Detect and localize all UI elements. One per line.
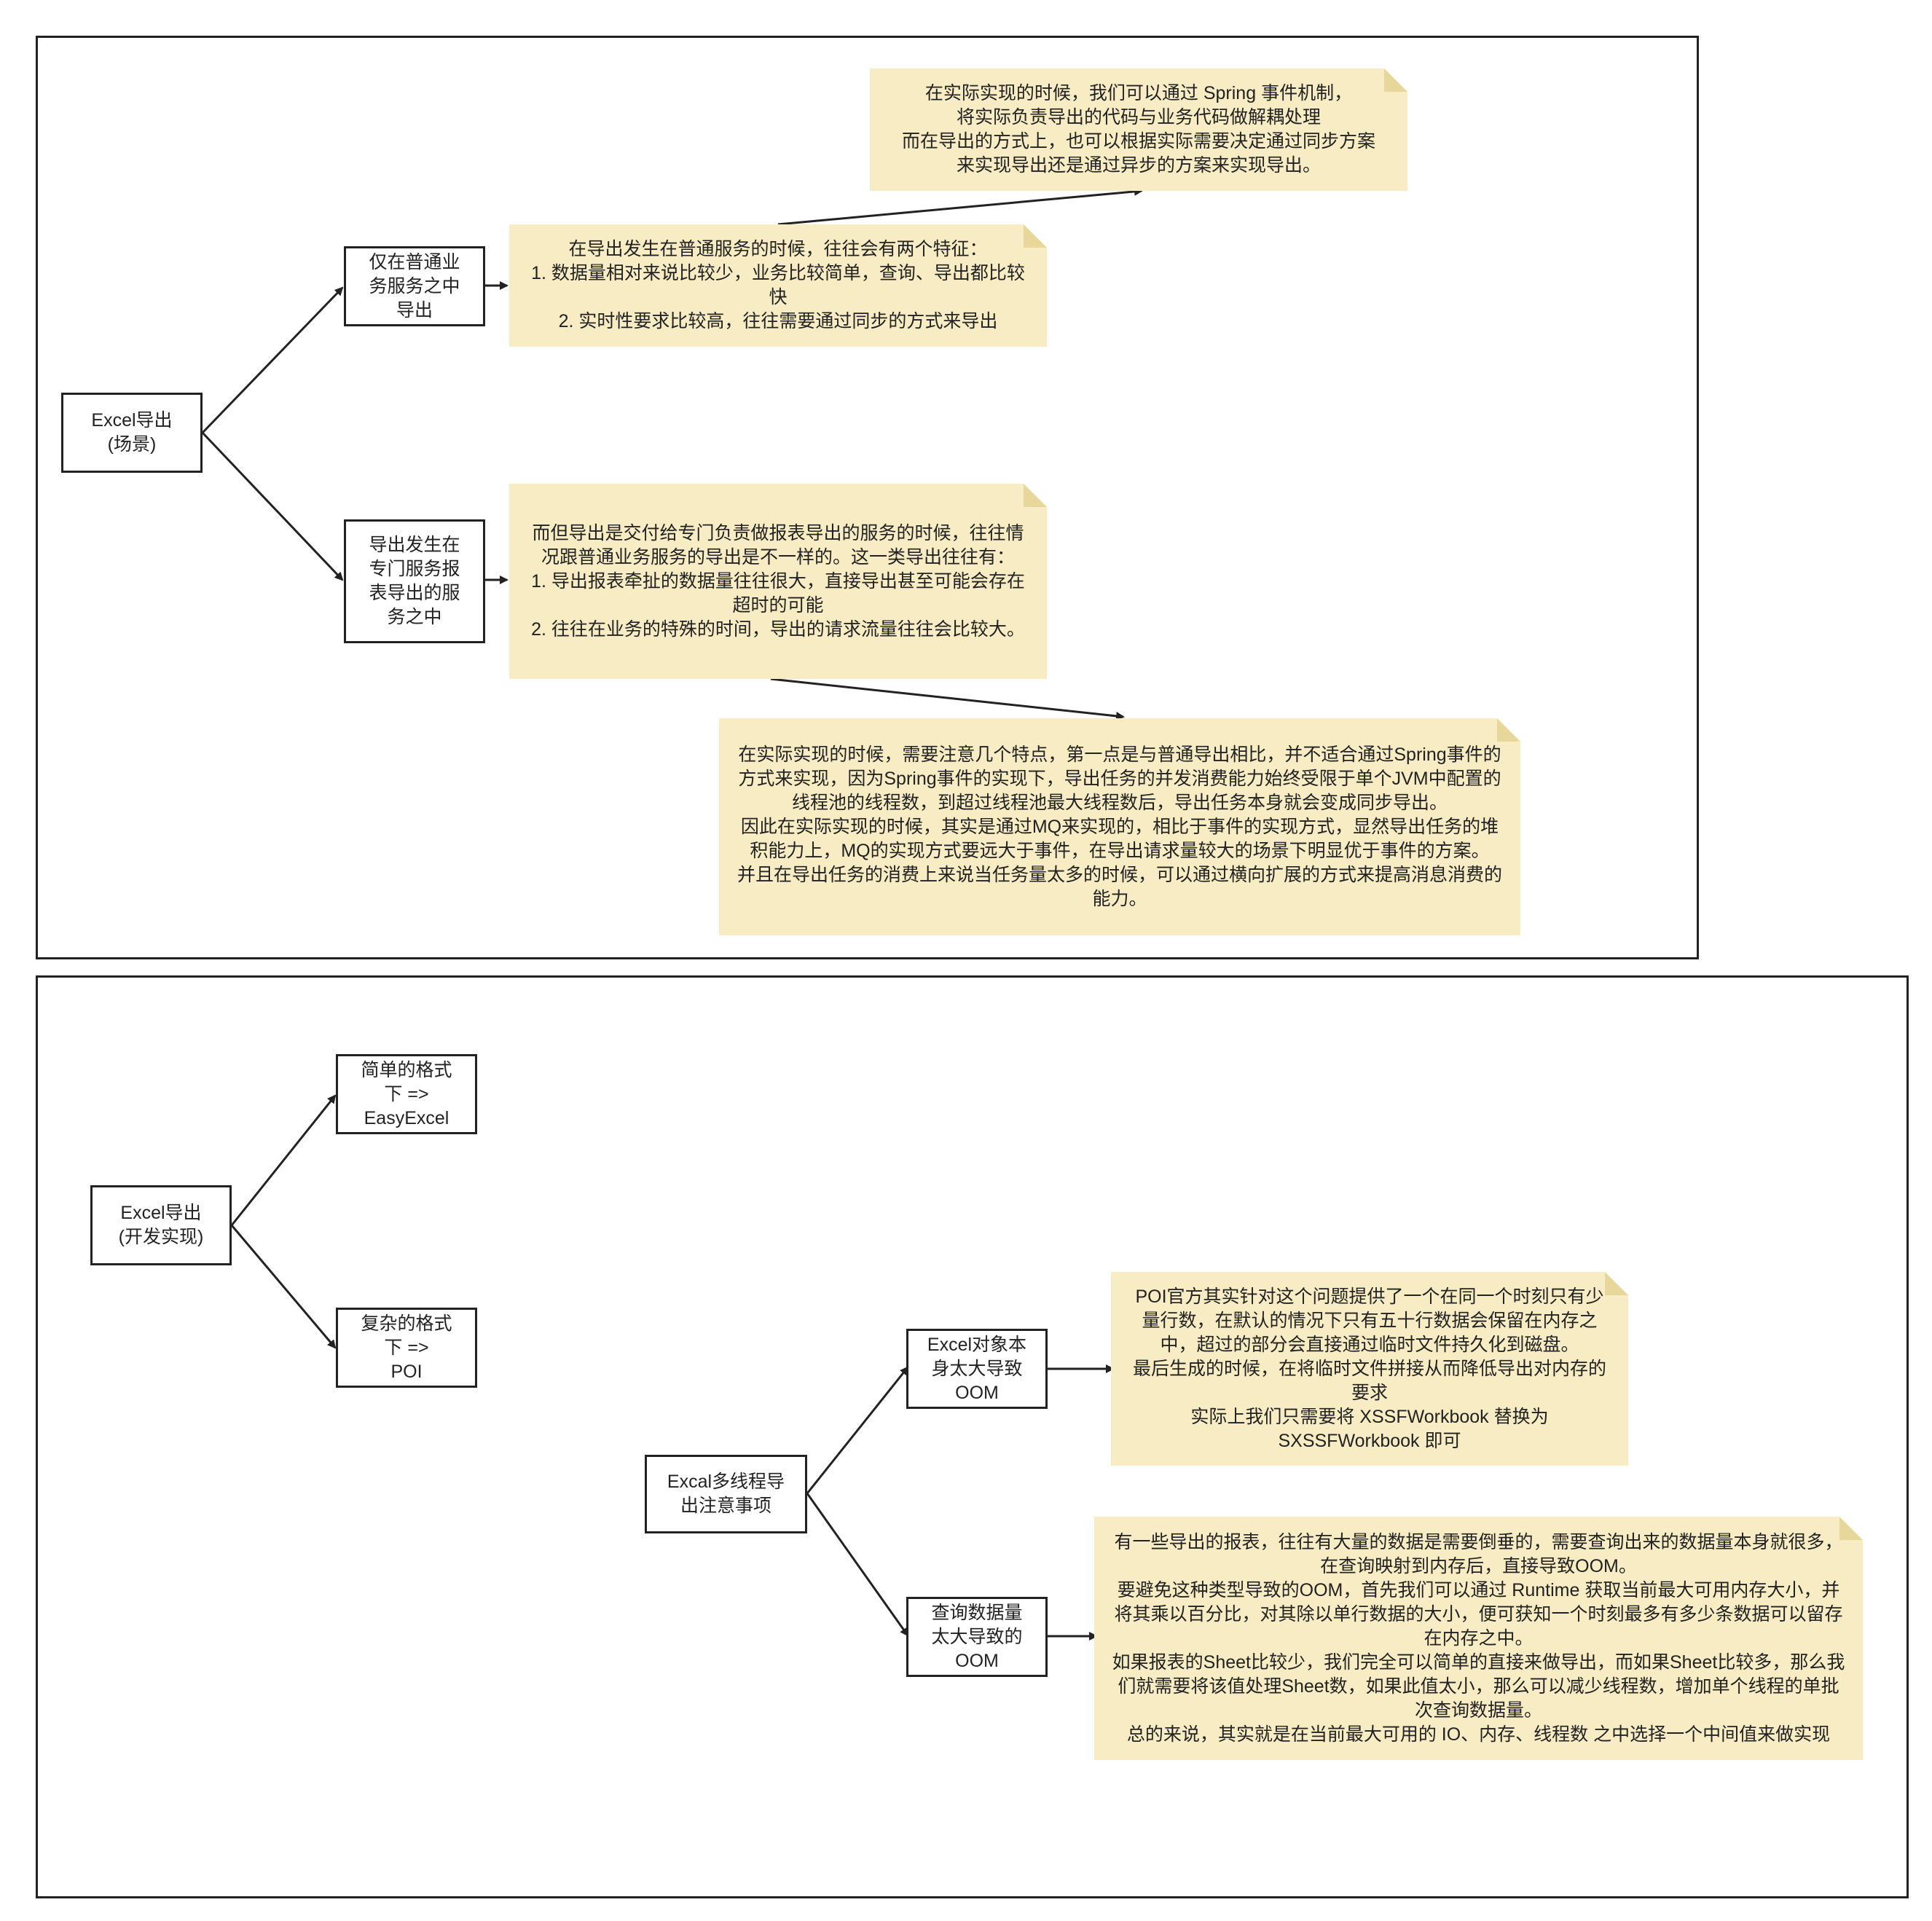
oom-query-node[interactable]: 查询数据量 太大导致的 OOM [906,1597,1048,1677]
edge-note-spring [777,186,1143,226]
edge-mt-query [806,1493,909,1637]
edge-dev-simple [230,1094,337,1226]
note-normal-features: 在导出发生在普通服务的时候，往往会有两个特征： 1. 数据量相对来说比较少，业务… [509,224,1047,347]
simple-format-node[interactable]: 简单的格式 下 => EasyExcel [336,1054,477,1134]
edge-note-mq [770,677,1125,720]
development-frame [36,975,1909,1898]
edge-dev-complex [230,1225,337,1349]
multithread-node[interactable]: Excal多线程导 出注意事项 [645,1455,807,1533]
note-spring-event: 在实际实现的时候，我们可以通过 Spring 事件机制， 将实际负责导出的代码与… [870,68,1407,191]
edge-mt-object [806,1366,909,1494]
normal-service-node[interactable]: 仅在普通业 务服务之中 导出 [344,246,485,326]
note-query-volume: 有一些导出的报表，往往有大量的数据是需要倒垂的，需要查询出来的数据量本身就很多，… [1094,1517,1863,1760]
note-report-features: 而但导出是交付给专门负责做报表导出的服务的时候，往往情况跟普通业务服务的导出是不… [509,484,1047,679]
dev-root-node[interactable]: Excel导出 (开发实现) [90,1185,232,1265]
edge-root-normal [201,286,344,434]
note-poi-sxssf: POI官方其实针对这个问题提供了一个在同一个时刻只有少量行数，在默认的情况下只有… [1111,1272,1628,1466]
oom-object-node[interactable]: Excel对象本 身太大导致 OOM [906,1329,1048,1409]
scenario-frame [36,36,1699,959]
note-mq-implementation: 在实际实现的时候，需要注意几个特点，第一点是与普通导出相比，并不适合通过Spri… [719,718,1520,935]
scenario-root-node[interactable]: Excel导出 (场景) [61,393,203,473]
report-service-node[interactable]: 导出发生在 专门服务报 表导出的服 务之中 [344,519,485,643]
edge-root-report [201,431,344,581]
complex-format-node[interactable]: 复杂的格式 下 => POI [336,1308,477,1388]
